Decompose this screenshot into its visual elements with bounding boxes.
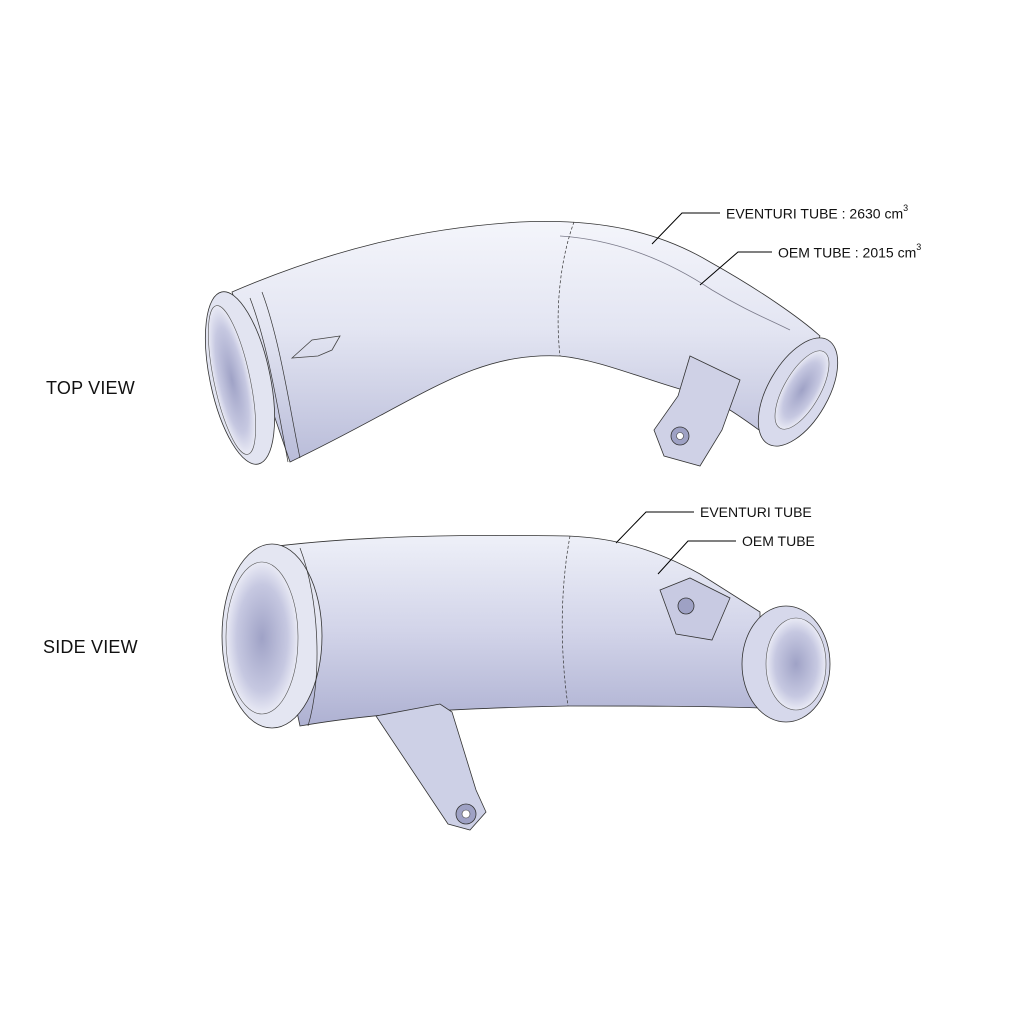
side-mount-arm: [375, 703, 487, 831]
top-logo-mark: [290, 335, 341, 359]
top-mount-hole-center: [676, 432, 684, 440]
side-oem-callout: OEM TUBE: [742, 533, 815, 549]
top-outlet-bore: [774, 350, 830, 430]
leader-top-eventuri: [651, 212, 720, 245]
side-top-bracket-hole: [677, 597, 695, 615]
top-eventuri-body: [231, 220, 821, 463]
side-section-seam: [561, 535, 571, 707]
leader-side-eventuri: [615, 511, 694, 544]
side-eventuri-callout: EVENTURI TUBE: [700, 504, 812, 520]
side-view-label: SIDE VIEW: [43, 637, 138, 657]
top-inlet-bore: [208, 305, 256, 455]
top-section-seam: [557, 221, 575, 357]
top-eventuri-callout-sup: 3: [903, 203, 909, 213]
side-inlet-bore: [225, 561, 299, 715]
top-inlet-bead-2: [249, 297, 289, 463]
leader-top-oem: [699, 251, 772, 286]
side-mount-arm-hole-center: [461, 809, 471, 819]
top-eventuri-callout: EVENTURI TUBE : 2630 cm3: [726, 203, 909, 222]
top-eventuri-callout-text: EVENTURI TUBE : 2630 cm: [726, 205, 904, 222]
top-oem-callout: OEM TUBE : 2015 cm3: [778, 242, 922, 261]
leader-side-oem: [657, 540, 736, 575]
side-outlet-bore: [765, 617, 827, 711]
top-inlet-bead: [261, 291, 301, 459]
top-oem-callout-text: OEM TUBE : 2015 cm: [778, 244, 917, 261]
top-oem-outline: [559, 235, 791, 331]
top-view-tube: [205, 220, 839, 467]
top-oem-callout-sup: 3: [916, 242, 922, 252]
top-view-label: TOP VIEW: [46, 378, 135, 398]
side-top-bracket: [659, 577, 731, 641]
side-view-tube: [221, 534, 831, 831]
side-inlet-bead: [299, 547, 318, 727]
